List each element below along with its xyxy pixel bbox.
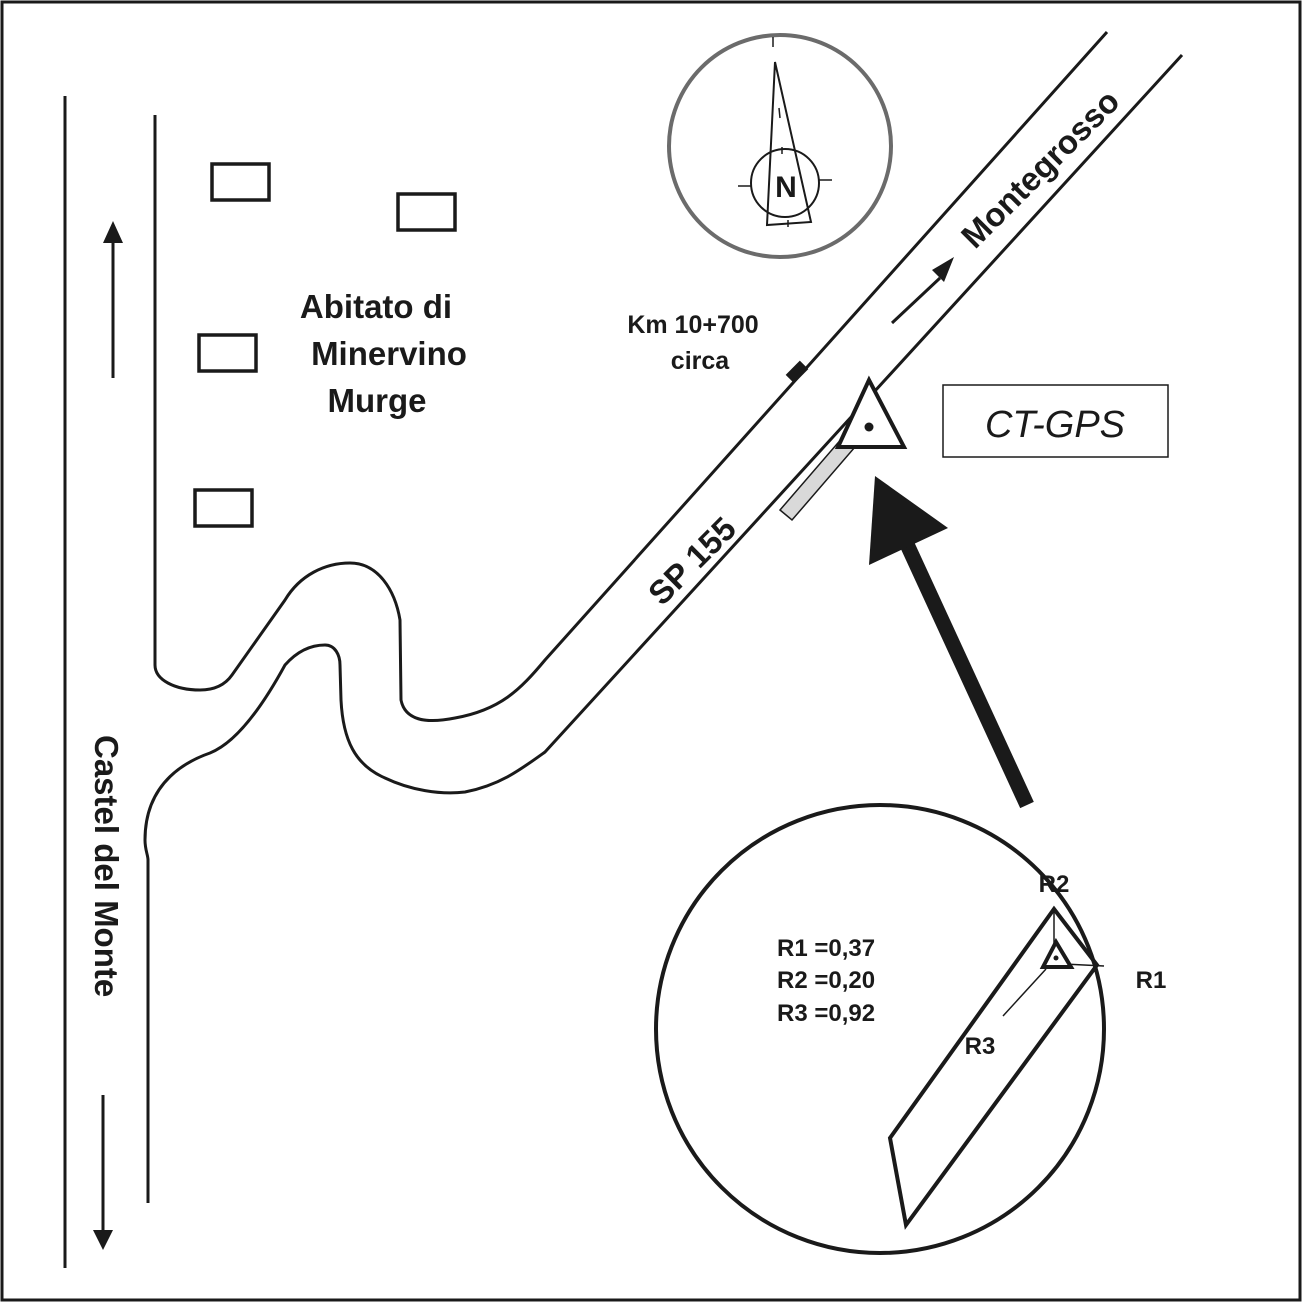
arrow-north-icon	[103, 221, 123, 378]
north-label: N	[775, 171, 797, 204]
km-marker-label-line2: circa	[671, 347, 730, 375]
building-icon	[193, 488, 254, 528]
inset-platform-outline	[887, 905, 1100, 1230]
arrow-south-icon	[93, 1095, 113, 1250]
north-arrow-compass: N	[667, 33, 893, 259]
inset-measurement-r2: R2 =0,20	[777, 967, 875, 994]
road-sp155-south-edge	[143, 53, 1184, 1203]
compass-ring	[667, 33, 893, 259]
road-sp155-north-edge	[153, 30, 1109, 722]
station-label: CT-GPS	[985, 404, 1125, 446]
inset-vertex-label-r3: R3	[965, 1033, 996, 1060]
gps-station-icon	[834, 375, 908, 449]
station-label-box	[942, 384, 1169, 458]
inset-circle	[654, 803, 1106, 1255]
town-label-line1: Abitato di	[300, 288, 452, 325]
inset-vertex-label-r2: R2	[1039, 871, 1070, 898]
building-icon	[396, 192, 457, 232]
town-label-line2: Minervino	[311, 335, 467, 372]
km-marker-label-line1: Km 10+700	[627, 311, 758, 339]
station-platform	[778, 435, 857, 522]
inset-gps-station-icon	[1039, 937, 1075, 969]
inset-measurement-r3: R3 =0,92	[777, 1000, 875, 1027]
km-marker-icon	[785, 360, 809, 384]
building-icon	[210, 162, 271, 202]
inset-vertex-label-r1: R1	[1136, 967, 1167, 994]
building-icon	[197, 333, 258, 373]
pointer-arrow-icon	[869, 476, 1034, 809]
arrow-montegrosso-icon	[890, 257, 954, 325]
compass-needle-icon	[765, 61, 813, 227]
road-sp155-label: SP 155	[641, 510, 743, 612]
inset-measurement-r1: R1 =0,37	[777, 935, 875, 962]
destination-castel-del-monte-label: Castel del Monte	[88, 735, 125, 997]
compass-rose-icon	[750, 148, 820, 218]
town-label-line3: Murge	[328, 382, 427, 419]
detail-inset: R2 R1 R3 R1 =0,37 R2 =0,20 R3 =0,92	[654, 803, 1167, 1255]
